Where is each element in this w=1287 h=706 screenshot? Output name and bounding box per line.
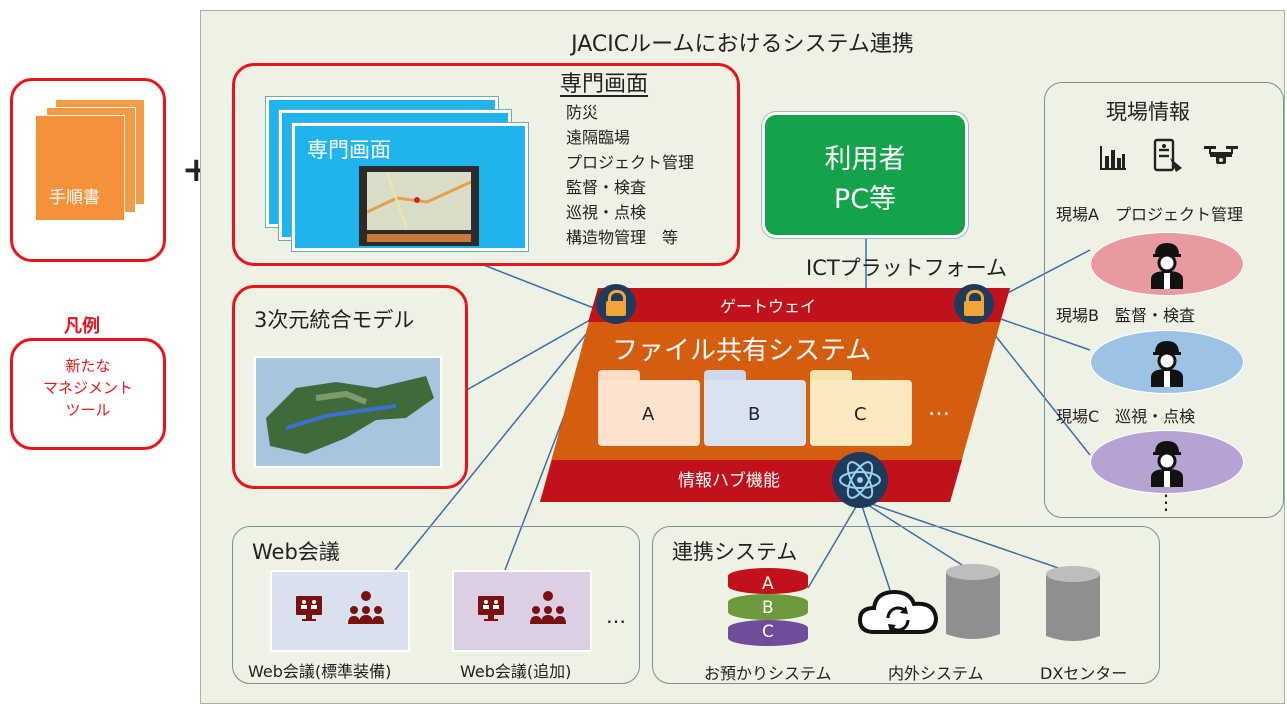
bar-chart-icon	[1098, 142, 1128, 172]
model3d-heading: 3次元統合モデル	[254, 308, 415, 332]
site-row-label: 現場C 巡視・点検	[1056, 407, 1196, 426]
linked-item-label: DXセンター	[1040, 664, 1128, 683]
site-row-label: 現場B 監督・検査	[1056, 306, 1195, 325]
manual-box: 手順書	[10, 78, 166, 262]
specialist-item: 防災	[566, 103, 599, 122]
database-icon	[1046, 566, 1100, 644]
folder-c: C	[810, 370, 912, 446]
folders-more: …	[928, 396, 950, 421]
worker-icon	[1147, 239, 1187, 289]
web-heading: Web会議	[252, 540, 340, 564]
legend-line-2: マネジメント	[42, 379, 133, 397]
legend-title: 凡例	[64, 316, 100, 337]
web-additional-card	[452, 570, 592, 652]
stack-label: B	[762, 598, 774, 618]
storage-stack-icon: A B C	[728, 566, 808, 650]
user-pc-line-2: PC等	[833, 184, 897, 215]
gateway-label: ゲートウェイ	[720, 297, 817, 316]
hub-label: 情報ハブ機能	[678, 471, 780, 491]
site-a-worker	[1090, 232, 1244, 296]
site-b-worker	[1090, 330, 1244, 394]
document-stack-icon	[35, 99, 147, 229]
database-icon	[946, 564, 1000, 642]
team-idea-icon	[346, 590, 386, 626]
folder-label: C	[854, 404, 867, 425]
specialist-heading: 専門画面	[560, 72, 649, 97]
linked-item-label: お預かりシステム	[704, 664, 832, 683]
specialist-list: 防災 遠隔臨場 プロジェクト管理 監督・検査 巡視・点検 構造物管理 等	[566, 100, 694, 250]
linked-systems-box	[652, 526, 1160, 684]
linked-heading: 連携システム	[672, 540, 798, 564]
folder-label: B	[748, 404, 761, 425]
web-standard-card	[270, 570, 410, 652]
web-more: …	[606, 604, 626, 628]
specialist-item: 巡視・点検	[566, 203, 647, 222]
screen-front: 専門画面	[292, 123, 528, 251]
worker-icon	[1147, 437, 1187, 487]
site-c-worker	[1090, 430, 1244, 494]
web-conference-box	[232, 526, 640, 684]
site-heading: 現場情報	[1106, 100, 1190, 124]
linked-item-label: 内外システム	[888, 664, 984, 683]
user-pc-box: 利用者 PC等	[762, 112, 968, 238]
cloud-sync-icon	[856, 580, 940, 640]
lock-icon	[596, 284, 636, 324]
site-info-box	[1044, 82, 1284, 518]
legend-line-3: ツール	[65, 401, 111, 419]
user-pc-line-1: 利用者	[824, 144, 906, 175]
specialist-item: 監督・検査	[566, 178, 647, 197]
diagram-title: JACICルームにおけるシステム連携	[571, 32, 914, 57]
legend-box: 新たな マネジメント ツール	[10, 338, 166, 450]
web-item-label: Web会議(追加)	[460, 662, 572, 681]
worker-icon	[1147, 337, 1187, 387]
terrain-image	[254, 356, 442, 468]
manual-label: 手順書	[49, 188, 100, 208]
folder-label: A	[642, 404, 655, 425]
monitor-users-icon	[476, 594, 506, 624]
drone-icon	[1204, 142, 1238, 170]
specialist-item: 構造物管理 等	[566, 228, 679, 247]
hub-atom-icon	[832, 452, 888, 508]
map-thumbnail	[359, 166, 479, 246]
team-idea-icon	[528, 590, 568, 626]
site-more: ⋮	[1156, 490, 1176, 514]
ict-platform-label: ICTプラットフォーム	[806, 256, 1008, 280]
file-system-label: ファイル共有システム	[612, 336, 872, 366]
folder-b: B	[704, 370, 806, 446]
folder-a: A	[598, 370, 700, 446]
specialist-item: 遠隔臨場	[566, 128, 631, 147]
phone-document-icon	[1152, 138, 1186, 174]
stack-label: A	[762, 574, 774, 594]
site-row-label: 現場A プロジェクト管理	[1056, 205, 1243, 224]
web-item-label: Web会議(標準装備)	[248, 662, 392, 681]
screen-label: 専門画面	[307, 138, 391, 162]
legend-line-1: 新たな	[65, 357, 111, 375]
lock-icon	[954, 284, 994, 324]
stack-label: C	[762, 622, 774, 642]
specialist-item: プロジェクト管理	[566, 153, 695, 172]
monitor-users-icon	[294, 594, 324, 624]
